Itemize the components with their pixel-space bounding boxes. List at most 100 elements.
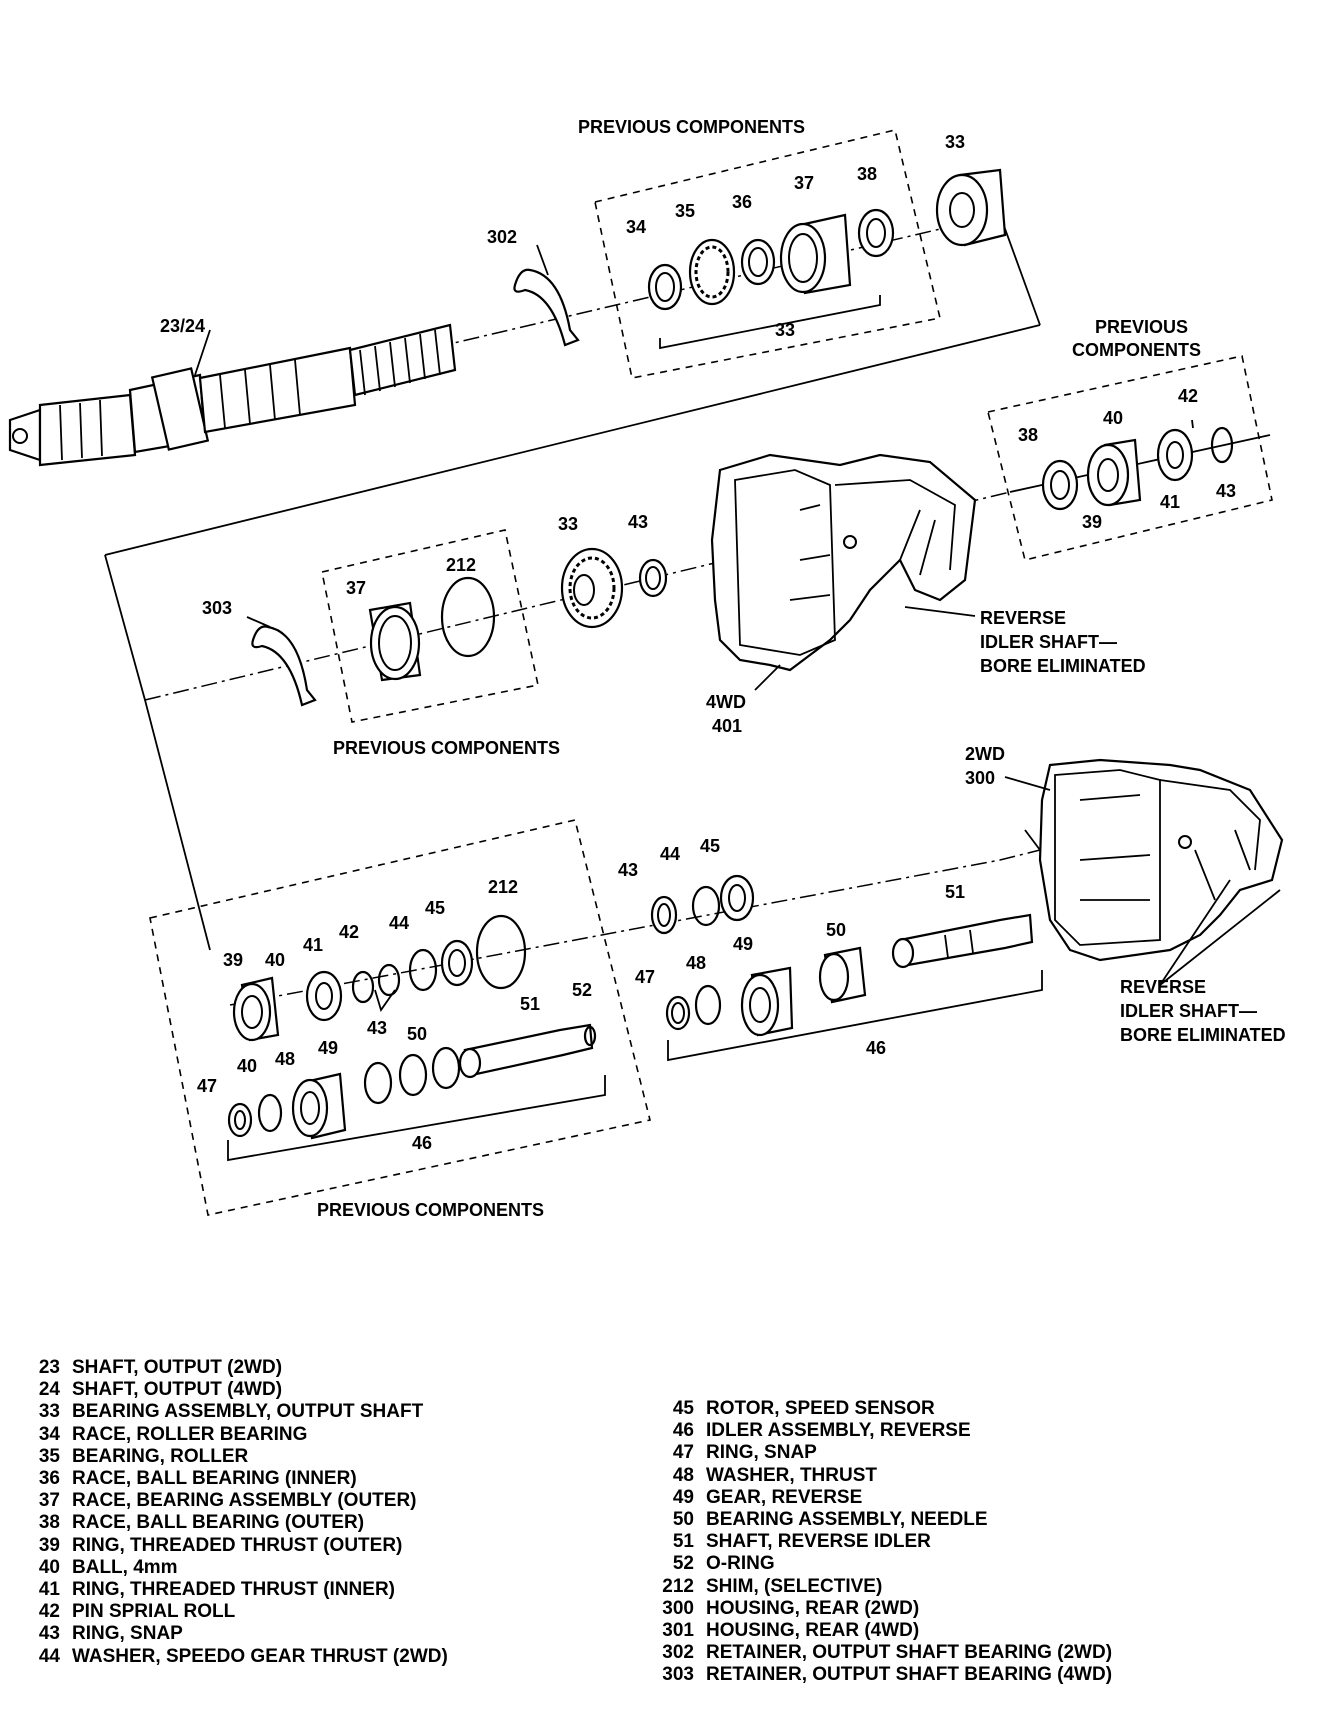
- group-box-right: [987, 355, 1273, 561]
- label-reverse-lower-2: IDLER SHAFT—: [1120, 1001, 1257, 1021]
- legend-item-number: 37: [38, 1490, 60, 1512]
- legend-item-number: 33: [38, 1401, 60, 1423]
- callout-43-mid: 43: [628, 512, 648, 532]
- label-housing-2wd-2: 300: [965, 768, 995, 788]
- lower-right-group-parts: [650, 874, 1034, 1037]
- right-group-parts: [1041, 419, 1234, 511]
- label-reverse-lower-3: BORE ELIMINATED: [1120, 1025, 1286, 1045]
- part-callouts: 23/24 302 34 35 36 37 38 33 33 42 40 38 …: [160, 132, 1236, 1153]
- legend-item-number: 46: [672, 1420, 694, 1442]
- legend-item-number: 34: [38, 1423, 60, 1445]
- legend-item-description: RACE, BALL BEARING (OUTER): [72, 1512, 365, 1534]
- callout-212-ll: 212: [488, 877, 518, 897]
- label-previous-components-middle: PREVIOUS COMPONENTS: [333, 738, 560, 758]
- legend-row: 24 SHAFT, OUTPUT (4WD): [22, 1379, 448, 1401]
- legend-item-number: 50: [672, 1509, 694, 1531]
- legend-row: 50 BEARING ASSEMBLY, NEEDLE: [650, 1509, 1112, 1531]
- legend-item-number: 49: [672, 1486, 694, 1508]
- legend-item-description: BEARING ASSEMBLY, OUTPUT SHAFT: [72, 1401, 424, 1423]
- callout-45-lr: 45: [700, 836, 720, 856]
- legend-item-number: 48: [672, 1464, 694, 1486]
- legend-item-description: RACE, BEARING ASSEMBLY (OUTER): [72, 1490, 417, 1512]
- label-previous-line2-right: COMPONENTS: [1072, 340, 1201, 360]
- label-previous-line1-right: PREVIOUS: [1095, 317, 1188, 337]
- group-box-lower: [149, 819, 651, 1216]
- label-leaders: [194, 244, 1281, 986]
- legend-item-description: BEARING ASSEMBLY, NEEDLE: [706, 1509, 988, 1531]
- legend-item-number: 300: [662, 1597, 694, 1619]
- legend-item-description: BEARING, ROLLER: [72, 1445, 249, 1467]
- label-reverse-upper-2: IDLER SHAFT—: [980, 632, 1117, 652]
- callout-46-ll: 46: [412, 1133, 432, 1153]
- legend-item-number: 35: [38, 1445, 60, 1467]
- label-housing-4wd-2: 401: [712, 716, 742, 736]
- callout-212-mid: 212: [446, 555, 476, 575]
- legend-item-number: 303: [662, 1664, 694, 1686]
- shaft-splines: [59, 329, 441, 461]
- legend-item-number: 38: [38, 1512, 60, 1534]
- legend-item-description: SHIM, (SELECTIVE): [706, 1575, 883, 1597]
- callout-37-top: 37: [794, 173, 814, 193]
- callout-44-ll: 44: [389, 913, 409, 933]
- legend-row: 33 BEARING ASSEMBLY, OUTPUT SHAFT: [22, 1401, 448, 1423]
- legend-item-number: 44: [38, 1645, 60, 1667]
- legend-item-description: BALL, 4mm: [72, 1556, 178, 1578]
- callout-45-ll: 45: [425, 898, 445, 918]
- output-shaft: [8, 323, 457, 467]
- callout-42-ll: 42: [339, 922, 359, 942]
- callout-48-ll: 48: [275, 1049, 295, 1069]
- callout-40-ll2: 40: [237, 1056, 257, 1076]
- callout-49-ll: 49: [318, 1038, 338, 1058]
- callout-47-lr: 47: [635, 967, 655, 987]
- housing-4wd-401: [710, 453, 977, 672]
- callout-44-lr: 44: [660, 844, 680, 864]
- group-box-upper: [594, 129, 941, 379]
- callout-47-ll: 47: [197, 1076, 217, 1096]
- legend-item-description: RING, SNAP: [72, 1623, 183, 1645]
- callout-35: 35: [675, 201, 695, 221]
- callout-shaft: 23/24: [160, 316, 205, 336]
- legend-item-description: HOUSING, REAR (2WD): [706, 1597, 920, 1619]
- legend-item-number: 36: [38, 1468, 60, 1490]
- legend-item-description: PIN SPRIAL ROLL: [72, 1601, 236, 1623]
- callout-33-group: 33: [775, 320, 795, 340]
- legend-row: 35 BEARING, ROLLER: [22, 1446, 448, 1468]
- legend-item-number: 23: [38, 1357, 60, 1378]
- lower-left-group-parts: [227, 914, 597, 1140]
- callout-43-ll: 43: [367, 1018, 387, 1038]
- legend-item-description: O-RING: [706, 1553, 775, 1575]
- legend-item-description: RING, SNAP: [706, 1442, 817, 1464]
- legend-row: 300 HOUSING, REAR (2WD): [650, 1598, 1112, 1620]
- legend-item-description: ROTOR, SPEED SENSOR: [706, 1398, 935, 1419]
- callout-302: 302: [487, 227, 517, 247]
- callout-34: 34: [626, 217, 646, 237]
- legend-item-number: 43: [38, 1623, 60, 1645]
- callout-39-ll: 39: [223, 950, 243, 970]
- legend-item-number: 45: [672, 1398, 694, 1419]
- callout-303: 303: [202, 598, 232, 618]
- callout-39-right: 39: [1082, 512, 1102, 532]
- callout-51-lr: 51: [945, 882, 965, 902]
- callout-40-right: 40: [1103, 408, 1123, 428]
- callout-52-ll: 52: [572, 980, 592, 1000]
- legend-item-number: 302: [662, 1642, 694, 1664]
- legend-item-description: WASHER, SPEEDO GEAR THRUST (2WD): [72, 1645, 448, 1667]
- callout-33-top: 33: [945, 132, 965, 152]
- legend-item-description: SHAFT, OUTPUT (4WD): [72, 1379, 283, 1401]
- group-brackets: [227, 295, 1043, 1162]
- legend-row: 49 GEAR, REVERSE: [650, 1487, 1112, 1509]
- callout-41-ll: 41: [303, 935, 323, 955]
- legend-item-number: 47: [672, 1442, 694, 1464]
- callout-33-mid: 33: [558, 514, 578, 534]
- legend-item-description: GEAR, REVERSE: [706, 1486, 863, 1508]
- legend-row: 44 WASHER, SPEEDO GEAR THRUST (2WD): [22, 1646, 448, 1668]
- legend-item-number: 24: [38, 1379, 60, 1401]
